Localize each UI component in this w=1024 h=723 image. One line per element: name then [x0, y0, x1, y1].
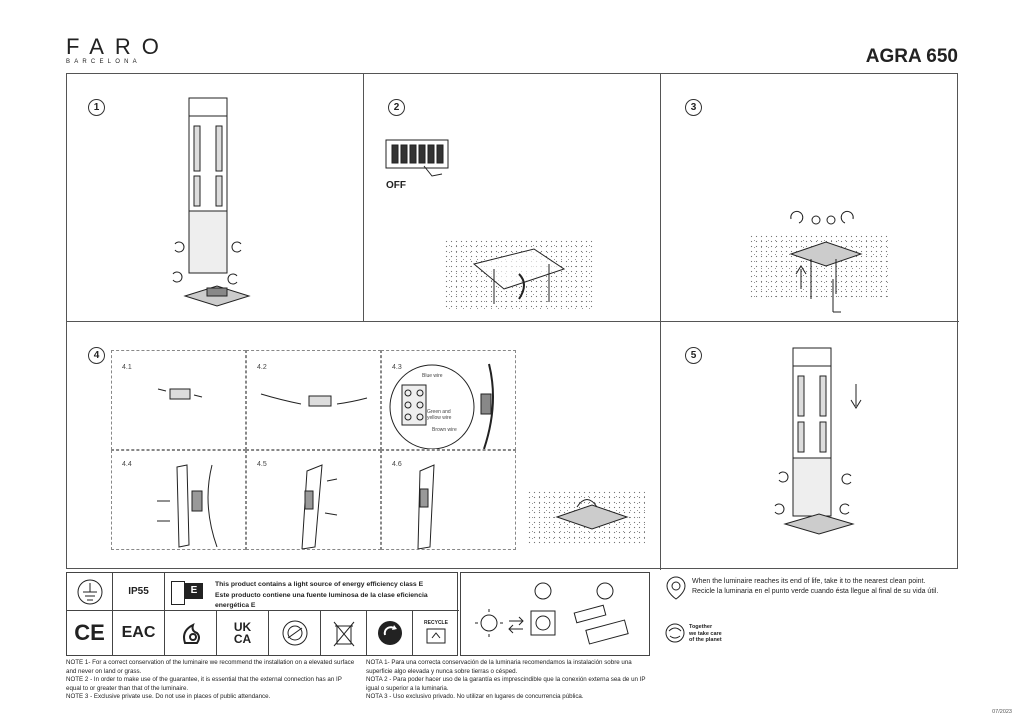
blue-wire-label: Blue wire	[422, 373, 443, 379]
certification-icons: IP55 E This product contains a light sou…	[66, 572, 459, 656]
substep-label: 4.5	[257, 461, 267, 468]
substep-4-2: 4.2	[246, 350, 381, 450]
substep-label: 4.3	[392, 364, 402, 371]
recycling-text-es: Recicle la luminaria en el punto verde c…	[692, 588, 939, 595]
certification-seal-icon	[269, 611, 321, 655]
off-label: OFF	[386, 180, 406, 191]
note-en-3: NOTE 3 - Exclusive private use. Do not u…	[66, 693, 271, 701]
substep-label: 4.6	[392, 461, 402, 468]
step-4-panel: 4 4.1 4.2 4.3	[67, 322, 661, 570]
step-1-panel: 1	[67, 74, 364, 322]
step-1-number: 1	[88, 99, 105, 116]
recycle-label: RECYCLE	[424, 620, 448, 626]
energy-text-en: This product contains a light source of …	[215, 581, 424, 588]
planet-care-icon	[665, 623, 685, 643]
notes-spanish: NOTA 1- Para una correcta conservación d…	[366, 659, 658, 702]
mounting-icon	[157, 464, 218, 548]
wiring-diagram	[389, 363, 494, 449]
step-2-illustration	[472, 248, 566, 304]
substep-4-6: 4.6	[381, 450, 516, 550]
ip-rating: IP55	[113, 573, 165, 611]
earth-ground-icon	[67, 573, 113, 611]
substep-4-1: 4.1	[111, 350, 246, 450]
planet-slogan-line-3: of the planet	[689, 637, 722, 643]
step-3-number: 3	[685, 99, 702, 116]
brown-wire-label: Brown wire	[432, 427, 457, 433]
energy-class-badge: E	[185, 583, 203, 599]
assembly-icon	[301, 464, 338, 549]
planet-slogan-line-2: we take care	[689, 630, 722, 637]
green-wire-label: Green and yellow wire	[427, 409, 452, 421]
brand-sub: BARCELONA	[66, 59, 141, 65]
substep-4-4: 4.4	[111, 450, 246, 550]
note-en-2: NOTE 2 - In order to make use of the gua…	[66, 676, 342, 692]
cable-icon	[260, 393, 368, 407]
step-1-illustration	[172, 97, 251, 307]
step-4-base-illustration	[555, 499, 629, 530]
weee-bin-icon	[321, 611, 367, 655]
step-2-panel: 2 OFF	[364, 74, 661, 322]
step-5-number: 5	[685, 347, 702, 364]
planet-slogan-line-1: Together	[689, 624, 713, 630]
notes-english: NOTE 1- For a correct conservation of th…	[66, 659, 358, 702]
location-pin-icon	[666, 576, 686, 600]
note-es-3: NOTA 3 - Uso exclusivo privado. No utili…	[366, 693, 584, 701]
recycling-text: When the luminaire reaches its end of li…	[692, 577, 938, 597]
step-2-number: 2	[388, 99, 405, 116]
connector-icon	[157, 388, 203, 400]
operating-conditions-illustration	[475, 582, 629, 645]
energy-scale-icon	[171, 581, 185, 605]
substep-label: 4.2	[257, 364, 267, 371]
note-en-1: NOTE 1- For a correct conservation of th…	[66, 659, 355, 675]
energy-label: E This product contains a light source o…	[165, 573, 459, 611]
ukca-line-2: CA	[233, 632, 252, 646]
flame-retardant-icon	[165, 611, 217, 655]
brand-logo: FARO BARCELONA	[66, 34, 170, 66]
substep-label: 4.4	[122, 461, 132, 468]
substep-4-3: 4.3 Blue wire Green and yellow wire Brow…	[381, 350, 516, 450]
breaker-illustration	[385, 139, 449, 177]
step-3-illustration	[789, 210, 863, 313]
brand-name: FARO	[66, 34, 170, 59]
substep-label: 4.1	[122, 364, 132, 371]
ukca-mark: UK CA	[217, 611, 269, 655]
ce-mark: CE	[67, 611, 113, 655]
recycle-box-icon: RECYCLE	[413, 611, 459, 655]
energy-text-es: Este producto contiene una fuente lumino…	[215, 592, 428, 609]
planet-slogan: Together we take care of the planet	[689, 624, 722, 644]
model-title: AGRA 650	[865, 46, 958, 67]
note-es-1: NOTA 1- Para una correcta conservación d…	[366, 659, 632, 675]
step-5-illustration	[774, 347, 862, 535]
substep-4-5: 4.5	[246, 450, 381, 550]
ukca-line-1: UK	[233, 620, 252, 634]
operating-conditions	[460, 572, 650, 656]
closed-assembly-icon	[417, 464, 435, 549]
instruction-grid: 1 2 OFF	[66, 73, 959, 570]
note-es-2: NOTA 2 - Para poder hacer uso de la gara…	[366, 676, 646, 692]
recycling-icon	[367, 611, 413, 655]
step-3-panel: 3	[661, 74, 959, 322]
document-date: 07/2023	[992, 709, 1012, 715]
recycling-text-en: When the luminaire reaches its end of li…	[692, 578, 926, 585]
step-4-number: 4	[88, 347, 105, 364]
eac-mark: EAC	[113, 611, 165, 655]
step-5-panel: 5	[661, 322, 959, 570]
